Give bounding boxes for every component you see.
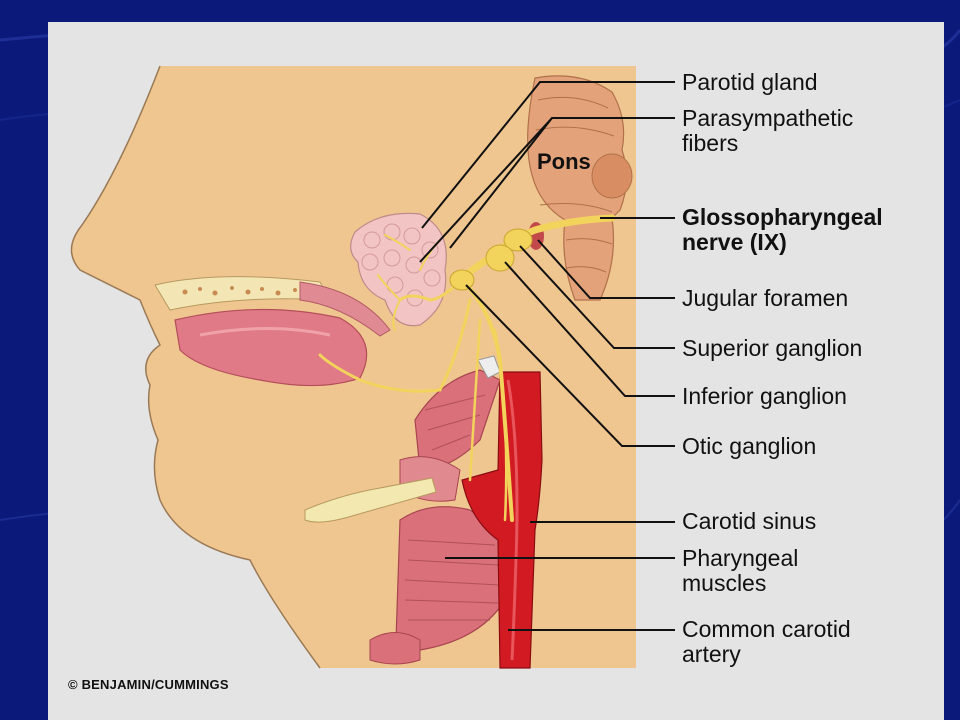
tongue xyxy=(174,308,368,387)
pons-label: Pons xyxy=(537,149,591,174)
palate-bone-dots xyxy=(182,286,297,296)
leader-parasympathetic-fibers-2 xyxy=(419,117,553,263)
brainstem-shape xyxy=(527,75,633,301)
face-profile-line xyxy=(70,65,321,669)
label-common-carotid-artery: Common carotid artery xyxy=(682,616,851,667)
leader-superior-ganglion xyxy=(519,245,675,349)
label-superior-ganglion: Superior ganglion xyxy=(682,335,863,361)
soft-palate xyxy=(299,281,391,337)
label-inferior-ganglion: Inferior ganglion xyxy=(682,383,847,409)
copyright-credit: © BENJAMIN/CUMMINGS xyxy=(68,677,229,692)
leader-parotid-gland xyxy=(421,81,675,229)
leader-jugular-foramen xyxy=(537,239,675,299)
label-carotid-sinus: Carotid sinus xyxy=(682,508,817,534)
label-jugular-foramen: Jugular foramen xyxy=(682,285,849,311)
label-parotid-gland: Parotid gland xyxy=(682,69,818,95)
label-glossopharyngeal-nerve: Glossopharyngeal nerve (IX) xyxy=(682,204,883,255)
label-pharyngeal-muscles: Pharyngeal muscles xyxy=(682,545,799,596)
leader-otic-ganglion xyxy=(465,284,675,447)
leader-inferior-ganglion xyxy=(504,261,675,397)
leader-lines xyxy=(419,81,675,631)
tongue-highlight xyxy=(199,327,331,337)
otic-ganglion-shape xyxy=(449,269,475,291)
label-otic-ganglion: Otic ganglion xyxy=(682,433,817,459)
superior-ganglion-shape xyxy=(503,228,533,252)
label-parasympathetic-fibers: Parasympathetic fibers xyxy=(682,105,854,156)
hyoid-bone xyxy=(304,477,437,523)
